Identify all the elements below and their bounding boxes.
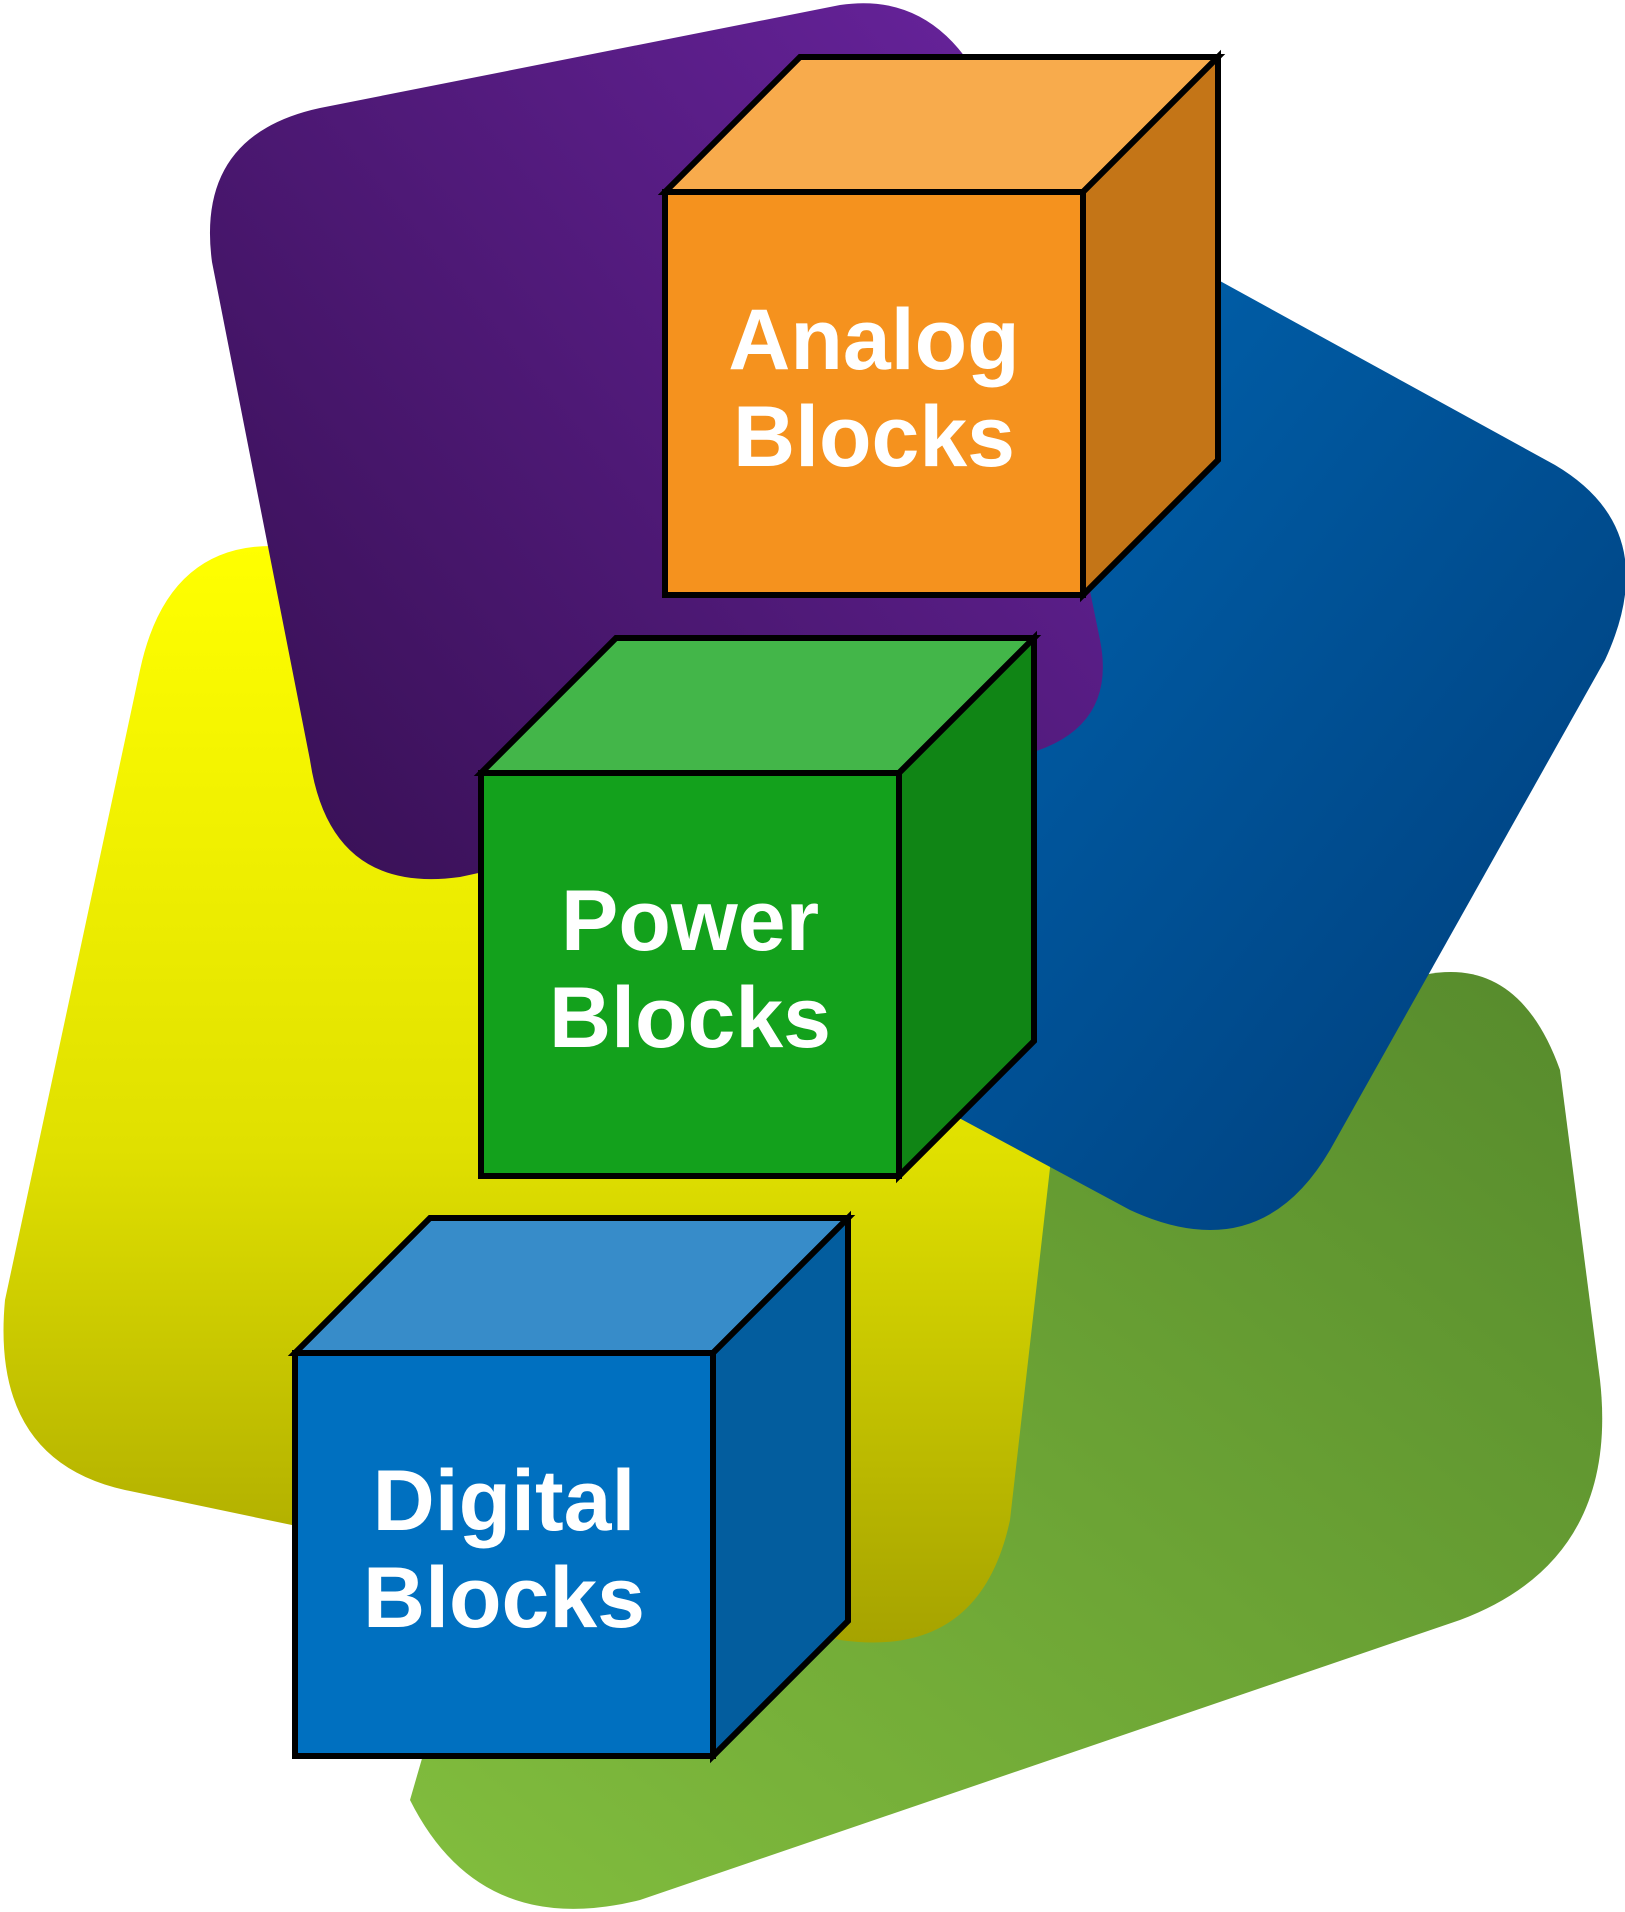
digital-label-line2: Blocks bbox=[363, 1550, 645, 1646]
power-label-line1: Power bbox=[561, 873, 819, 969]
analog-label-line1: Analog bbox=[728, 292, 1019, 388]
digital-label-line1: Digital bbox=[373, 1453, 636, 1549]
power-label-line2: Blocks bbox=[549, 970, 831, 1066]
power-cube-front-face bbox=[478, 770, 902, 1179]
power-blocks-cube: Power Blocks bbox=[473, 630, 1042, 1184]
analog-cube-front-face bbox=[662, 189, 1086, 598]
digital-blocks-cube: Digital Blocks bbox=[287, 1210, 856, 1764]
analog-blocks-cube: Analog Blocks bbox=[657, 49, 1226, 603]
analog-label-line2: Blocks bbox=[733, 389, 1015, 485]
digital-cube-front-face bbox=[292, 1350, 716, 1759]
